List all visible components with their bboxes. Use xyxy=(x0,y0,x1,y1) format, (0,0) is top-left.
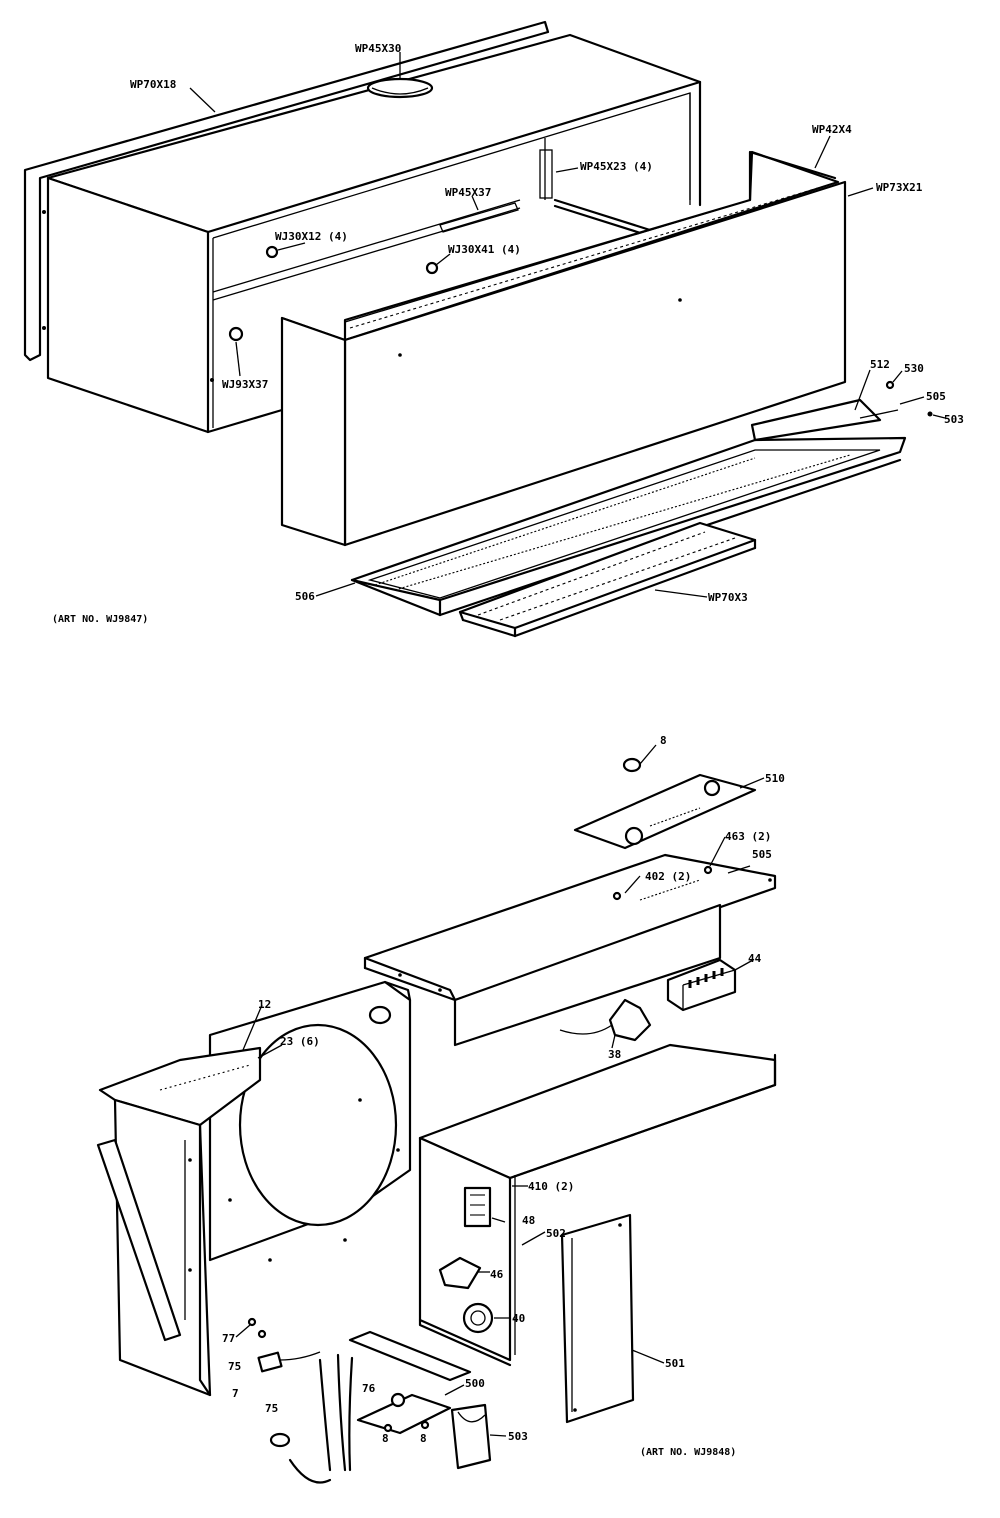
control-plate xyxy=(573,773,757,850)
label-plug: 7 xyxy=(232,1387,239,1400)
label-handle: WP45X30 xyxy=(355,42,401,55)
label-bracket-505: 505 xyxy=(752,848,772,861)
label-bracket: WP45X23 (4) xyxy=(580,160,653,173)
label-screw-a: WJ30X12 (4) xyxy=(275,230,348,243)
cabinet-sleeve xyxy=(23,20,702,434)
access-door xyxy=(560,1213,635,1424)
label-right-c: 505 xyxy=(926,390,946,403)
knob xyxy=(622,744,657,773)
label-relay: 38 xyxy=(608,1048,621,1061)
label-shroud: 12 xyxy=(258,998,271,1011)
label-small-a: 8 xyxy=(382,1432,389,1445)
label-grille: WP70X3 xyxy=(708,591,748,604)
label-rail: WP45X37 xyxy=(445,186,491,199)
label-cover: 503 xyxy=(508,1430,528,1443)
top-callout-labels: WP70X18 WP45X30 WP45X37 WP45X23 (4) WJ30… xyxy=(52,42,964,625)
label-base: 500 xyxy=(465,1377,485,1390)
label-screw-b: WJ30X41 (4) xyxy=(448,243,521,256)
control-box xyxy=(418,1043,777,1367)
label-louver: 506 xyxy=(295,590,315,603)
wire-harness xyxy=(247,1317,430,1484)
top-leader-lines xyxy=(189,52,946,598)
bottom-art-number: (ART NO. WJ9848) xyxy=(640,1447,736,1458)
bottom-exploded-view: 8 510 463 (2) 505 402 (2) 44 12 23 (6) 3… xyxy=(96,734,785,1484)
top-art-number: (ART NO. WJ9847) xyxy=(52,614,148,625)
label-clip: WJ93X37 xyxy=(222,378,268,391)
label-front-panel: WP73X21 xyxy=(876,181,923,194)
control-bracket xyxy=(363,853,777,1047)
label-cap: 40 xyxy=(512,1312,525,1325)
label-door: 501 xyxy=(665,1357,685,1370)
label-right-d: 503 xyxy=(944,413,964,426)
label-cord: 75 xyxy=(265,1402,278,1415)
label-conn: 75 xyxy=(228,1360,241,1373)
discharge-grille xyxy=(458,521,757,638)
label-right-a: 512 xyxy=(870,358,890,371)
front-panel xyxy=(280,150,847,547)
label-cap-screw: 410 (2) xyxy=(528,1180,574,1193)
relay xyxy=(559,998,652,1049)
bottom-callout-labels: 8 510 463 (2) 505 402 (2) 44 12 23 (6) 3… xyxy=(222,734,785,1458)
label-base-screw: 76 xyxy=(362,1382,376,1395)
label-switch: 48 xyxy=(522,1214,535,1227)
top-exploded-view: WP70X18 WP45X30 WP45X37 WP45X23 (4) WJ30… xyxy=(23,20,964,638)
terminal-block xyxy=(666,958,737,1012)
label-case: WP70X18 xyxy=(130,78,176,91)
label-knob: 8 xyxy=(660,734,667,747)
label-grommet: 23 (6) xyxy=(280,1035,320,1048)
front-panel-top-hatch xyxy=(349,181,839,329)
label-right-b: 530 xyxy=(904,362,924,375)
label-bolt: 502 xyxy=(546,1227,566,1240)
label-terminal: 44 xyxy=(748,952,762,965)
cover-bracket xyxy=(450,1403,492,1470)
label-plate: 510 xyxy=(765,772,785,785)
label-small-b: 8 xyxy=(420,1432,427,1445)
label-thermo: 46 xyxy=(490,1268,504,1281)
base-bracket xyxy=(348,1330,472,1435)
left-duct xyxy=(96,1046,262,1397)
base-tray-hatch xyxy=(367,449,881,599)
label-screws: 463 (2) xyxy=(725,830,771,843)
bottom-leader-lines xyxy=(235,777,765,1437)
fan-shroud xyxy=(208,980,412,1262)
label-top-left: WP42X4 xyxy=(812,123,852,136)
label-strip: 402 (2) xyxy=(645,870,691,883)
label-wires: 77 xyxy=(222,1332,235,1345)
